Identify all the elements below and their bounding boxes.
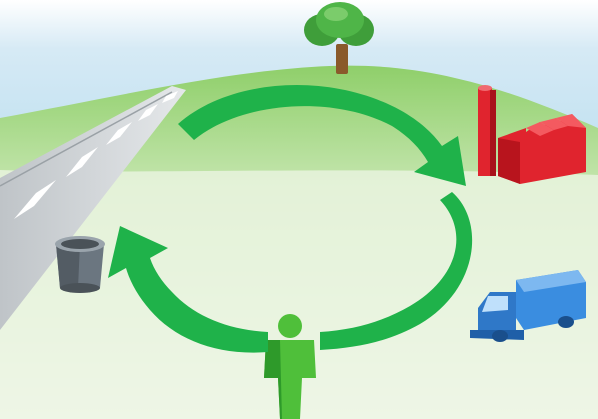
road: [0, 86, 186, 330]
factory-icon: [478, 85, 586, 184]
tree-icon: [304, 2, 374, 74]
person-icon: [264, 314, 316, 419]
road-center-line: [14, 91, 178, 219]
ground-plane: [0, 170, 598, 419]
arrow-left-up: [108, 226, 268, 353]
truck-icon: [470, 270, 586, 342]
arrow-right-bottom: [320, 192, 473, 350]
bin-icon: [55, 236, 105, 293]
road-edge: [0, 91, 173, 187]
cycle-arrows: [108, 85, 473, 353]
arrow-top-right: [178, 85, 466, 186]
